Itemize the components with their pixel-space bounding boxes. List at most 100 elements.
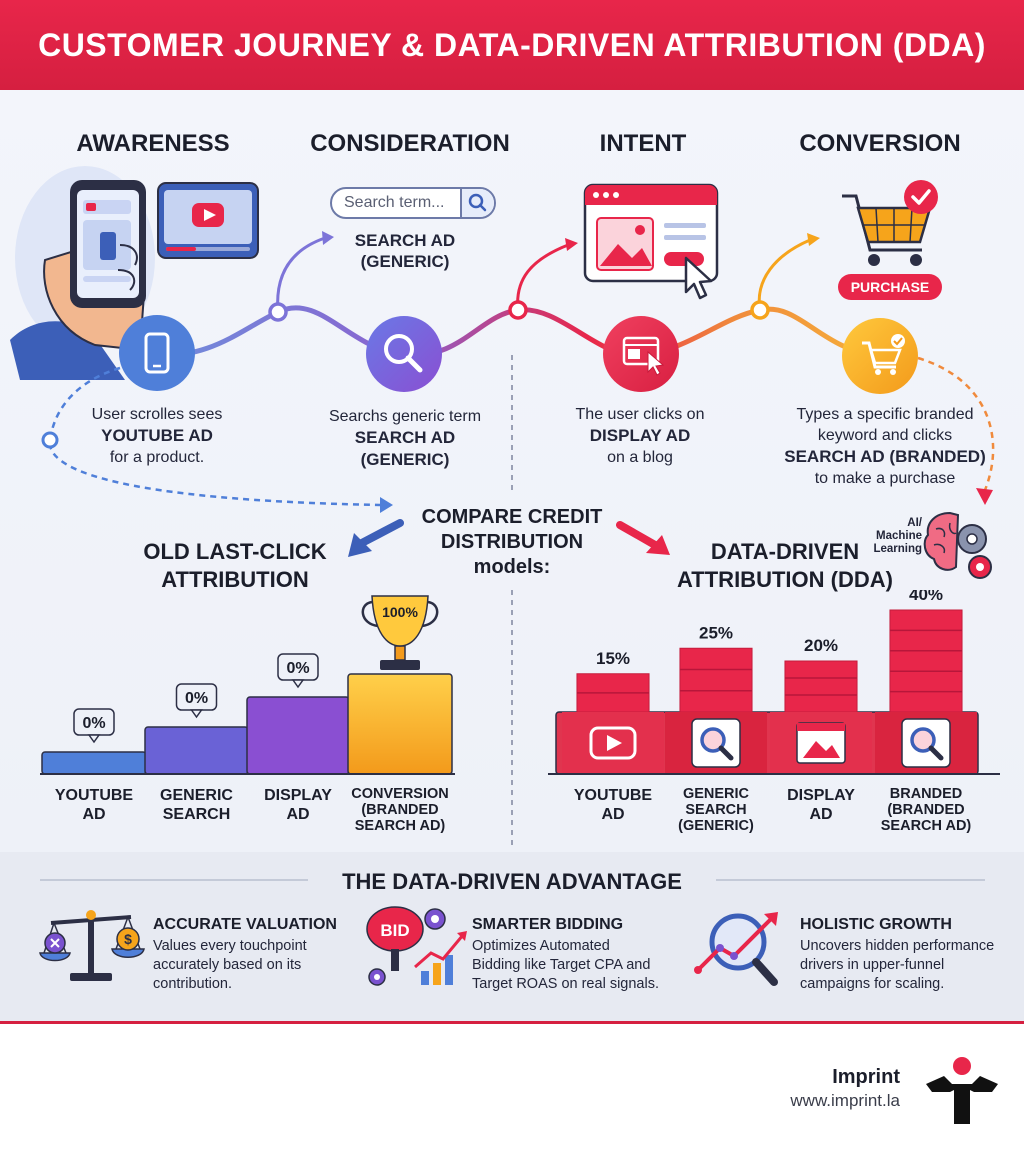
arrow-left-icon <box>348 533 372 557</box>
benefit-valuation-line1: Values every touchpoint <box>153 938 307 954</box>
search-icon <box>901 718 951 768</box>
old-category-generic-search: GENERIC SEARCH <box>133 786 260 824</box>
caption-consideration-line1: Searchs generic term <box>328 408 482 425</box>
consideration-ad-line1: SEARCH AD <box>354 231 456 250</box>
caption-intent-line1: The user clicks on <box>575 406 705 423</box>
benefit-valuation-line2: accurately based on its <box>153 957 302 973</box>
old-bar-youtube-ad <box>41 751 147 775</box>
old-value-label: 0% <box>185 690 208 707</box>
benefit-desc-valuation: Values every touchpoint accurately based… <box>153 937 353 994</box>
search-placeholder-text: Search term... <box>344 194 445 211</box>
old-category-line: AD <box>82 806 106 823</box>
caption-intent-bold: DISPLAY AD <box>589 426 691 445</box>
dda-model-title-line2: ATTRIBUTION (DDA) <box>677 567 893 592</box>
ai-label-line2: Machine <box>875 530 922 542</box>
benefit-growth-line2: drivers in upper-funnel <box>800 957 945 973</box>
old-category-line: AD <box>286 806 310 823</box>
caption-conversion-bold: SEARCH AD (BRANDED) <box>784 447 986 466</box>
old-category-line: SEARCH AD) <box>354 818 446 834</box>
benefit-title-valuation: ACCURATE VALUATION <box>153 916 337 933</box>
coin-dollar-text: $ <box>124 931 132 947</box>
compare-line1: COMPARE CREDIT <box>421 506 603 528</box>
chart-divider <box>511 590 513 845</box>
benefit-desc-bidding: Optimizes Automated Bidding like Target … <box>472 937 702 994</box>
benefit-growth-line3: campaigns for scaling. <box>800 976 945 992</box>
display-ad-click-icon <box>603 316 679 392</box>
dda-value-label: 15% <box>596 649 630 668</box>
ai-label-line3: Learning <box>873 543 922 555</box>
dda-category-line: (BRANDED <box>887 802 965 818</box>
dda-category-line: SEARCH AD) <box>880 818 972 834</box>
old-model-title-line2: ATTRIBUTION <box>161 567 309 592</box>
old-value-label: 100% <box>382 604 418 620</box>
advantage-title: THE DATA-DRIVEN ADVANTAGE <box>342 869 682 894</box>
cart-check-icon <box>842 318 918 394</box>
ai-label-line1: AI/ <box>907 517 922 529</box>
balance-scale-icon: $ <box>39 910 145 981</box>
dda-bar-branded-branded-search-ad <box>889 609 963 713</box>
old-category-line: YOUTUBE <box>54 787 134 804</box>
old-category-line: SEARCH <box>162 806 231 823</box>
stage-consideration: CONSIDERATION <box>310 130 510 157</box>
dda-category-line: GENERIC <box>682 786 750 802</box>
compare-line2: DISTRIBUTION <box>440 531 584 553</box>
brand-name: Imprint <box>832 1066 900 1088</box>
caption-consideration: Searchs generic term SEARCH AD (GENERIC) <box>305 406 505 471</box>
caption-intent-line3: on a blog <box>607 449 673 466</box>
page-title: CUSTOMER JOURNEY & DATA-DRIVEN ATTRIBUTI… <box>38 26 986 63</box>
caption-intent: The user clicks on DISPLAY AD on a blog <box>545 404 735 468</box>
ai-label: AI/ Machine Learning <box>860 517 922 556</box>
caption-conversion: Types a specific branded keyword and cli… <box>770 404 1000 489</box>
bid-text: BID <box>380 921 409 940</box>
old-bar-generic-search <box>144 726 249 775</box>
shopping-cart-illustration <box>842 180 938 266</box>
search-icon <box>468 193 487 212</box>
ai-brain-gear-icon <box>923 511 992 579</box>
dda-category-line: AD <box>601 806 625 823</box>
caption-awareness-line3: for a product. <box>109 449 205 466</box>
dda-chart: 15%25%20%40% <box>548 590 1000 775</box>
caption-awareness-line1: User scrolles sees <box>91 406 223 423</box>
search-icon <box>691 718 741 768</box>
youtube-play-icon <box>589 726 637 760</box>
search-magnifier-icon <box>366 316 442 392</box>
old-model-title: OLD LAST-CLICK ATTRIBUTION <box>100 538 370 594</box>
title-banner: CUSTOMER JOURNEY & DATA-DRIVEN ATTRIBUTI… <box>0 0 1024 90</box>
dda-category-line: (GENERIC) <box>678 818 754 834</box>
stage-intent: INTENT <box>599 130 687 157</box>
browser-window-illustration <box>583 183 719 300</box>
dda-category-line: AD <box>809 806 833 823</box>
old-value-bubble: 0% <box>175 683 218 719</box>
old-bar-conversion-branded-search-ad <box>347 673 453 775</box>
old-value-label: 0% <box>82 715 105 732</box>
benefit-bidding-line3: Target ROAS on real signals. <box>472 976 659 992</box>
benefit-bidding-line1: Optimizes Automated <box>472 938 610 954</box>
brand-url[interactable]: www.imprint.la <box>790 1091 900 1110</box>
dda-value-label: 25% <box>699 623 733 642</box>
dda-value-label: 40% <box>909 590 943 604</box>
benefit-title-bidding: SMARTER BIDDING <box>472 916 624 933</box>
growth-magnifier-icon <box>694 912 778 986</box>
advantage-rules <box>40 879 985 881</box>
dda-model-title-line1: DATA-DRIVEN <box>710 539 860 564</box>
search-button-icon <box>460 189 494 217</box>
compare-line3: models: <box>473 556 551 578</box>
phone-hand-illustration <box>10 166 155 380</box>
caption-consideration-bold2: (GENERIC) <box>360 450 450 469</box>
dda-category-line: BRANDED <box>889 786 963 802</box>
old-value-bubble: 0% <box>277 653 319 689</box>
journey-graphic <box>10 166 995 513</box>
old-category-line: GENERIC <box>160 787 233 804</box>
compare-heading: COMPARE CREDIT DISTRIBUTION models: <box>402 505 622 580</box>
dda-bar-display-ad <box>784 660 858 713</box>
caption-consideration-bold1: SEARCH AD <box>354 428 456 447</box>
old-model-title-line1: OLD LAST-CLICK <box>143 539 327 564</box>
caption-conversion-line2: keyword and clicks <box>817 427 953 444</box>
dda-bar-generic-search-generic <box>679 647 753 713</box>
